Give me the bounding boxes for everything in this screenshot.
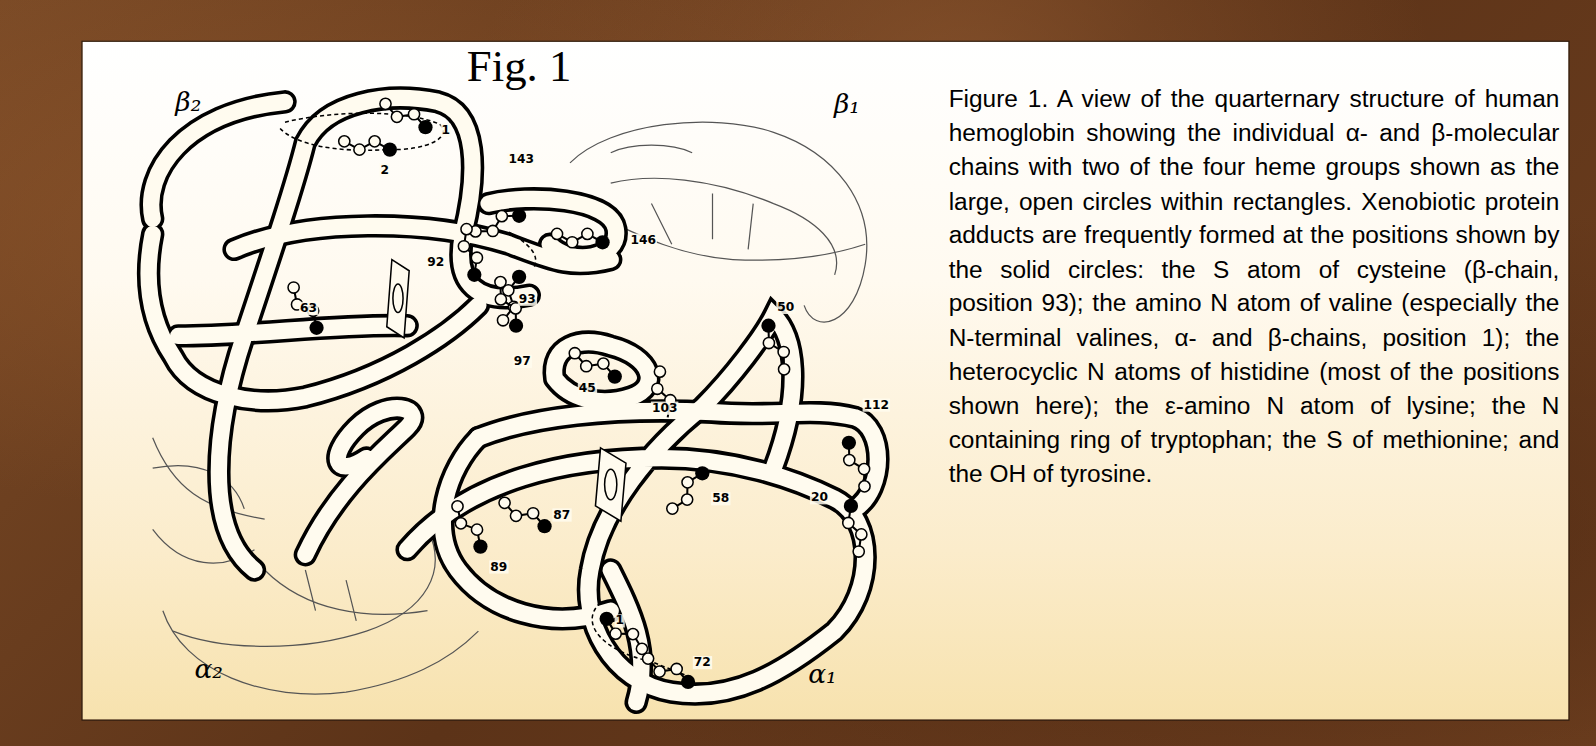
atom-open [369, 136, 380, 147]
atom-open [671, 663, 682, 674]
residue-number: 45 [578, 382, 597, 395]
chain-label: β₁ [834, 90, 860, 119]
adduct-site [383, 143, 397, 157]
adduct-site [761, 319, 775, 333]
adduct-site [537, 519, 551, 533]
atom-open [856, 529, 867, 540]
atom-open [778, 346, 789, 357]
atom-open [582, 228, 593, 239]
side-chains [288, 98, 870, 689]
figure-title: Fig. 1 [467, 43, 572, 92]
residue-number: 72 [693, 656, 712, 669]
atom-open [763, 337, 774, 348]
atom-open [610, 628, 621, 639]
residue-number: 89 [489, 560, 508, 573]
atom-open [499, 497, 510, 508]
adduct-site [681, 675, 695, 689]
atom-open [667, 503, 678, 514]
atom-open [288, 282, 299, 293]
atom-open [461, 224, 472, 235]
atom-open [853, 546, 864, 557]
chain-label: β₂ [175, 88, 201, 117]
atom-open [458, 241, 469, 252]
atom-open [567, 237, 578, 248]
figure-caption: Figure 1. A view of the quarternary stru… [949, 81, 1560, 490]
atom-open [551, 228, 562, 239]
atom-open [652, 383, 663, 394]
residue-number: 143 [507, 153, 535, 166]
adduct-site [595, 235, 609, 249]
residue-number: 112 [863, 398, 891, 411]
residue-number: 1 [441, 124, 452, 137]
chain-label: α₁ [808, 660, 836, 689]
residue-number: 50 [776, 301, 795, 314]
atom-open [858, 463, 869, 474]
atom-open [455, 518, 466, 529]
atom-open [654, 366, 665, 377]
adduct-site [608, 369, 622, 383]
adduct-site [512, 270, 526, 284]
atom-open [682, 477, 693, 488]
atom-open [569, 348, 580, 359]
atom-open [487, 225, 498, 236]
residue-number: 97 [513, 355, 532, 368]
adduct-site [418, 120, 432, 134]
atom-open [495, 277, 506, 288]
atom-open [497, 315, 508, 326]
residue-number: 146 [630, 234, 658, 247]
atom-open [380, 98, 391, 109]
adduct-site [512, 209, 526, 223]
adduct-site [309, 321, 323, 335]
atom-open [859, 481, 870, 492]
atom-open [339, 136, 350, 147]
atom-open [471, 252, 482, 263]
atom-open [627, 628, 638, 639]
residue-number: 20 [810, 491, 829, 504]
atom-open [654, 666, 665, 677]
residue-number: 93 [518, 293, 537, 306]
atom-open [452, 501, 463, 512]
dashed-loops [280, 113, 692, 678]
adduct-site [844, 499, 858, 513]
atom-open [843, 517, 854, 528]
atom-open [471, 524, 482, 535]
chain-ribbons [149, 98, 878, 702]
atom-open [643, 653, 654, 664]
adduct-site [600, 612, 614, 626]
atom-open [581, 361, 592, 372]
adduct-site [473, 539, 487, 553]
residue-number: 87 [552, 508, 571, 521]
heme-groups [387, 260, 626, 522]
residue-number: 1 [615, 614, 626, 627]
atom-open [510, 510, 521, 521]
atom-open [844, 454, 855, 465]
atom-open [496, 211, 507, 222]
atom-open [528, 508, 539, 519]
adduct-site [695, 466, 709, 480]
residue-number: 103 [651, 402, 679, 415]
atom-open [598, 358, 609, 369]
residue-number: 63 [299, 302, 318, 315]
adduct-site [509, 319, 523, 333]
residue-number: 58 [711, 492, 730, 505]
atom-open [391, 111, 402, 122]
atom-open [354, 144, 365, 155]
adduct-site [467, 268, 481, 282]
atom-open [408, 109, 419, 120]
atom-open [682, 494, 693, 505]
atom-open [778, 364, 789, 375]
residue-number: 92 [426, 256, 445, 269]
residue-number: 2 [379, 163, 390, 176]
atom-open [495, 294, 506, 305]
chain-label: α₂ [194, 654, 222, 683]
adduct-site [842, 436, 856, 450]
